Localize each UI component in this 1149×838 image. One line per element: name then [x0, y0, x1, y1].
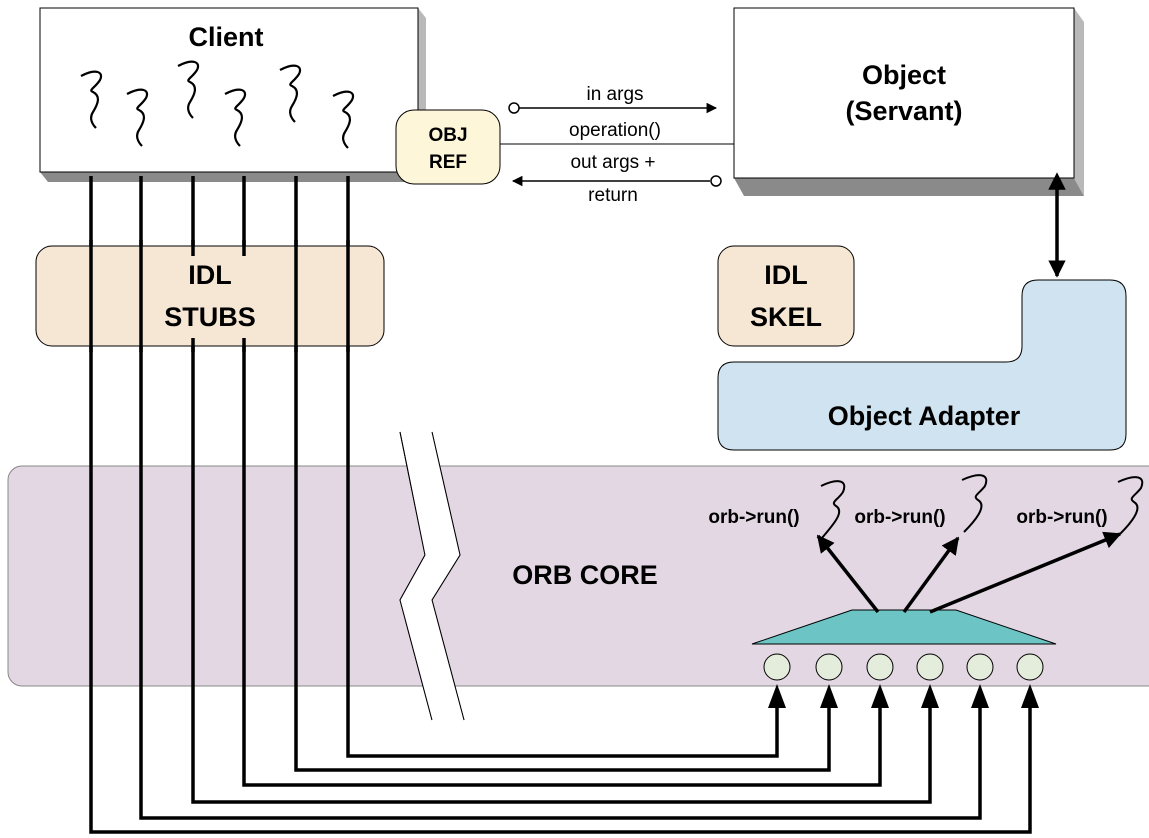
client-to-port-wires — [89, 176, 1032, 834]
port-circle — [763, 653, 791, 681]
thread-icon — [332, 90, 355, 149]
reply-label-line2: return — [588, 185, 638, 206]
thread-icon — [279, 64, 302, 123]
thread-icon — [126, 88, 149, 147]
port-circle — [815, 653, 843, 681]
idl-skel-line1: IDL — [764, 260, 808, 290]
client-title: Client — [188, 22, 263, 52]
obj-ref-line2: REF — [429, 152, 467, 173]
dispatch-arrow — [816, 534, 880, 614]
request-origin-circle — [508, 102, 520, 114]
idl-stubs-box: IDL STUBS — [35, 245, 385, 347]
thread-icon — [1117, 476, 1144, 535]
thread-icon — [820, 480, 846, 539]
request-label-line2: operation() — [569, 120, 661, 141]
servant-title-line1: Object — [862, 60, 946, 90]
wire — [191, 176, 932, 804]
servant-title-line2: (Servant) — [845, 96, 962, 126]
port-circle — [1016, 653, 1044, 681]
orb-thread-label-3: orb->run() — [1016, 507, 1107, 528]
obj-ref-box: OBJ REF — [395, 109, 501, 185]
dispatch-arrow — [902, 536, 960, 614]
servant-box: Object (Servant) — [733, 7, 1084, 196]
port-circle — [866, 653, 894, 681]
obj-ref-line1: OBJ — [428, 125, 467, 146]
client-box: Client — [39, 7, 426, 182]
idl-stubs-line2: STUBS — [164, 302, 256, 332]
orb-thread-icons — [820, 474, 1144, 539]
dispatch-arrows — [816, 531, 1122, 614]
dispatch-arrow — [929, 531, 1122, 614]
thread-icon — [961, 474, 988, 533]
thread-icon — [177, 60, 200, 119]
idl-stubs-line1: IDL — [188, 260, 232, 290]
wire — [139, 176, 982, 820]
orb-core-label: ORB CORE — [512, 560, 658, 590]
wire — [346, 176, 779, 758]
port-circle — [916, 653, 944, 681]
reply-origin-circle — [710, 175, 722, 187]
orb-thread-label-1: orb->run() — [708, 507, 799, 528]
idl-skel-box: IDL SKEL — [717, 245, 855, 347]
idl-skel-line2: SKEL — [750, 302, 822, 332]
port-circle — [966, 653, 994, 681]
wire — [242, 176, 882, 787]
object-adapter-box — [717, 279, 1127, 451]
wire — [294, 176, 831, 772]
wire — [89, 176, 1032, 834]
thread-icon — [80, 70, 103, 129]
thread-icon — [224, 88, 247, 147]
object-adapter-label: Object Adapter — [828, 401, 1021, 431]
port-arrowheads — [768, 684, 1039, 708]
client-thread-icons — [80, 60, 355, 149]
request-label-line1: in args — [586, 84, 643, 105]
orb-thread-label-2: orb->run() — [854, 507, 945, 528]
reply-label-line1: out args + — [570, 152, 655, 173]
orb-ports — [763, 653, 1044, 681]
demux-trapezoid — [751, 609, 1057, 645]
